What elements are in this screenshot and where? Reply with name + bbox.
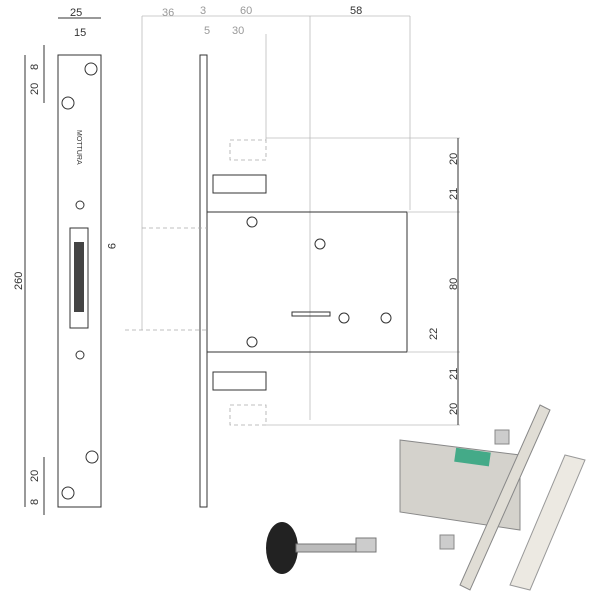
dim-15: 15 — [74, 27, 86, 39]
dim-5: 5 — [204, 25, 210, 37]
dim-58: 58 — [350, 5, 362, 17]
dim-left-20-bottom: 20 — [29, 470, 41, 482]
dim-right-20-bottom: 20 — [448, 403, 460, 415]
dim-right-21-top: 21 — [448, 188, 460, 200]
dim-left-8-top: 8 — [29, 64, 41, 70]
dim-left-8-bottom: 8 — [29, 499, 41, 505]
dim-3: 3 — [200, 5, 206, 17]
dim-22: 22 — [428, 328, 440, 340]
dim-36: 36 — [162, 7, 174, 19]
dim-9: 9 — [105, 243, 117, 249]
dim-260: 260 — [13, 272, 25, 290]
dim-30: 30 — [232, 25, 244, 37]
brand-label: MOTTURA — [75, 130, 82, 165]
dim-right-21-bottom: 21 — [448, 368, 460, 380]
dim-60: 60 — [240, 5, 252, 17]
dim-right-20-top: 20 — [448, 153, 460, 165]
dim-25: 25 — [70, 7, 82, 19]
faceplate-front-view: MOTTURA — [57, 54, 102, 508]
lock-side-view: 9 — [105, 54, 460, 508]
key-image — [266, 522, 377, 574]
dim-80: 80 — [448, 278, 460, 290]
dim-left-20-top: 20 — [29, 83, 41, 95]
lock-product-image — [399, 404, 586, 591]
